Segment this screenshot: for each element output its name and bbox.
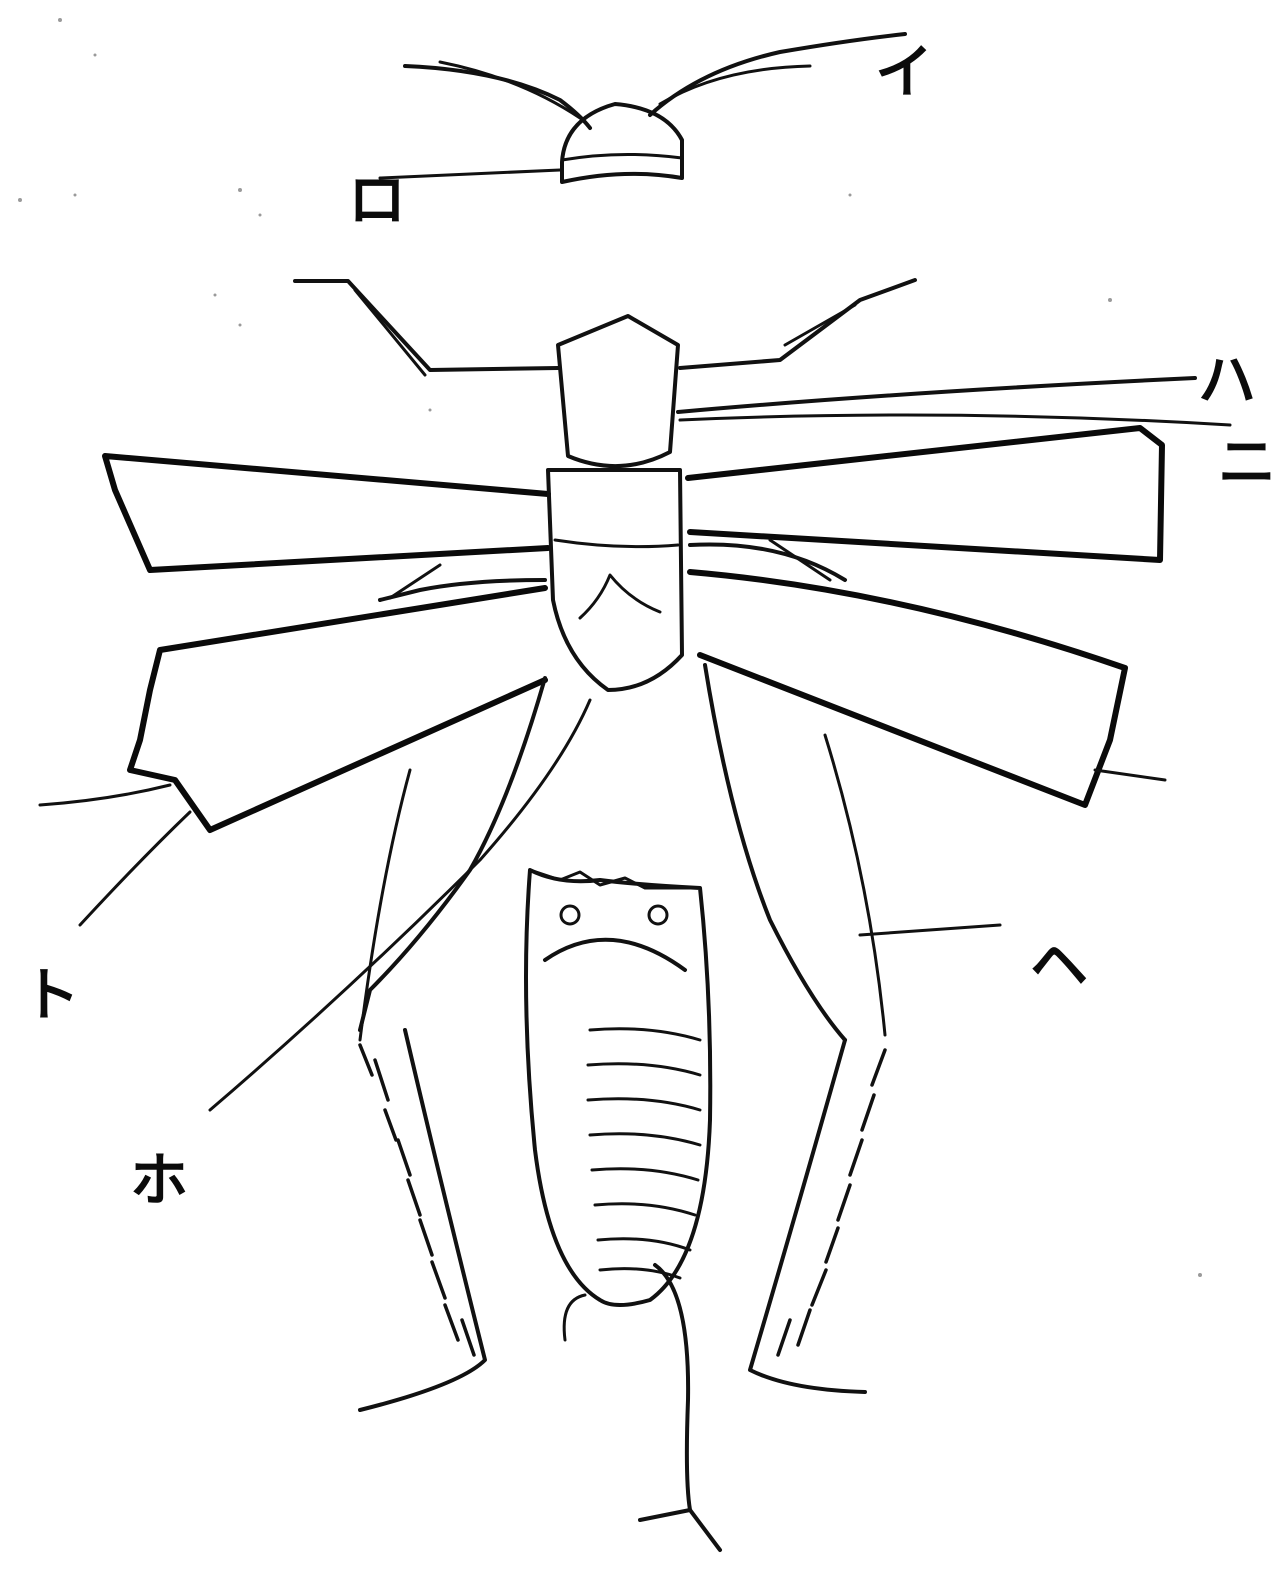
abdomen-segments [588, 1029, 700, 1278]
leader-lines [80, 700, 1000, 1110]
paper-specks [18, 18, 1202, 1277]
label-ha: ハ [1198, 346, 1256, 414]
pronotum [558, 316, 678, 466]
insect-body [40, 280, 1230, 1550]
right-forewing [688, 428, 1162, 560]
abdomen-spot-right [649, 906, 667, 924]
right-rod-upper [678, 378, 1195, 412]
label-he: ヘ [1030, 931, 1088, 999]
label-ho: ホ [130, 1146, 188, 1214]
right-antenna [650, 34, 905, 115]
front-right-leg [680, 280, 915, 368]
ovipositor [655, 1265, 690, 1510]
head-detail [380, 34, 905, 182]
right-tibia-hatching [778, 1050, 885, 1355]
label-i: イ [875, 38, 933, 106]
left-cercus [564, 1295, 585, 1340]
abdomen-outline-right [705, 665, 845, 1040]
left-hind-tibia [360, 1030, 485, 1410]
left-hindwing [130, 588, 545, 830]
left-tibia-hatching [360, 1045, 474, 1355]
left-antenna [405, 66, 590, 128]
left-forewing [105, 456, 548, 570]
right-hind-femur [825, 735, 885, 1035]
right-hindwing [690, 572, 1125, 805]
label-ro: ロ [348, 166, 406, 234]
right-hind-tibia [750, 1040, 865, 1392]
front-left-leg [295, 281, 558, 370]
abdomen-spot-left [561, 906, 579, 924]
abdomen-outline-left [360, 678, 545, 1030]
label-ni: ニ [1218, 428, 1276, 496]
label-to: ト [22, 961, 80, 1029]
